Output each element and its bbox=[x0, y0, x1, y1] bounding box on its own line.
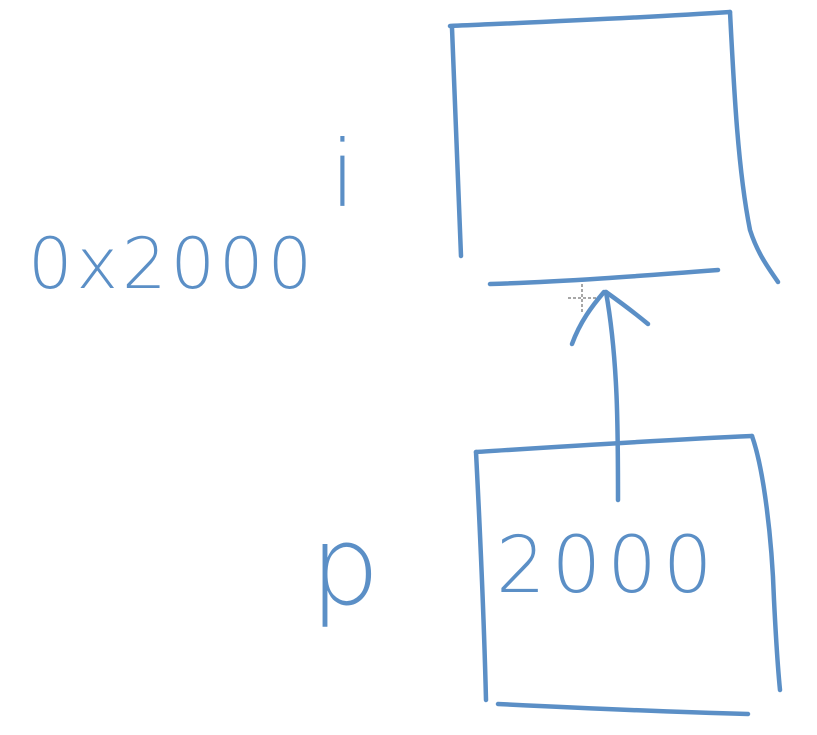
variable-i-name: i bbox=[330, 121, 356, 228]
pointer-arrow bbox=[569, 289, 651, 503]
variable-i-box-top-edge bbox=[447, 9, 733, 29]
variable-i-box-left-edge bbox=[449, 25, 464, 259]
variable-p-box-top-edge bbox=[473, 433, 755, 455]
pointer-arrow-head-left bbox=[569, 289, 607, 347]
variable-i-box-right-edge bbox=[727, 9, 781, 285]
pointer-arrow-shaft bbox=[603, 289, 621, 503]
variable-p-box bbox=[473, 433, 783, 717]
variable-i-address: 0x2000 bbox=[28, 223, 316, 305]
variable-p-box-left-edge bbox=[473, 449, 489, 703]
variable-p-value: 2000 bbox=[496, 521, 719, 611]
pointer-arrow-head-right bbox=[603, 289, 651, 327]
variable-p-box-right-edge bbox=[749, 433, 783, 693]
variable-i-box bbox=[447, 9, 781, 287]
variable-p-name: p bbox=[310, 502, 380, 630]
variable-p-box-bottom-edge bbox=[495, 701, 751, 717]
variable-i-box-bottom-edge bbox=[487, 267, 721, 287]
